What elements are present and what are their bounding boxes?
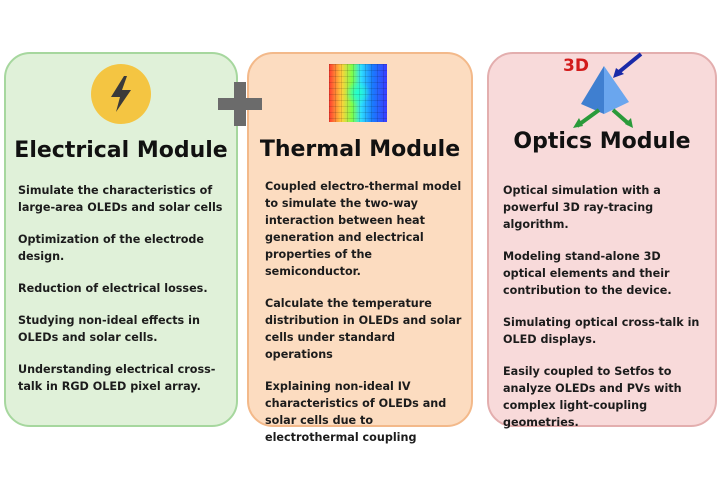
list-item: Simulate the characteristics of large-ar… [18, 184, 223, 214]
optics-module-title: Optics Module [513, 129, 691, 154]
lightning-bolt-icon [91, 64, 151, 124]
electrical-module-list: Simulate the characteristics of large-ar… [18, 182, 228, 410]
optics-module-list: Optical simulation with a powerful 3D ra… [503, 182, 707, 446]
list-item: Studying non-ideal effects in OLEDs and … [18, 314, 200, 344]
thermal-module-title: Thermal Module [259, 137, 461, 162]
list-item: Optical simulation with a powerful 3D ra… [503, 184, 661, 231]
heatmap-icon [329, 64, 387, 122]
list-item: Understanding electrical cross-talk in R… [18, 363, 216, 393]
thermal-module-card: Thermal Module Coupled electro-thermal m… [247, 52, 473, 444]
3d-label: 3D [563, 56, 589, 76]
list-item: Easily coupled to Setfos to analyze OLED… [503, 365, 682, 429]
plus-bar-vertical [234, 82, 246, 126]
plus-icon [218, 82, 262, 126]
list-item: Calculate the temperature distribution i… [265, 297, 462, 361]
list-item: Simulating optical cross-talk in OLED di… [503, 316, 700, 346]
list-item: Reduction of electrical losses. [18, 282, 208, 295]
heatmap-grid [329, 64, 387, 122]
list-item: Coupled electro-thermal model to simulat… [265, 180, 462, 278]
electrical-module-card: Electrical Module Simulate the character… [4, 52, 238, 427]
list-item: Modeling stand-alone 3D optical elements… [503, 250, 672, 297]
thermal-module-list: Coupled electro-thermal model to simulat… [265, 178, 463, 461]
list-item: Explaining non-ideal IV characteristics … [265, 380, 447, 444]
electrical-module-title: Electrical Module [14, 138, 228, 163]
list-item: Optimization of the electrode design. [18, 233, 205, 263]
3d-pyramid-icon [549, 48, 659, 128]
optics-module-card: 3D Optics Module Optical simulation with… [487, 52, 717, 429]
